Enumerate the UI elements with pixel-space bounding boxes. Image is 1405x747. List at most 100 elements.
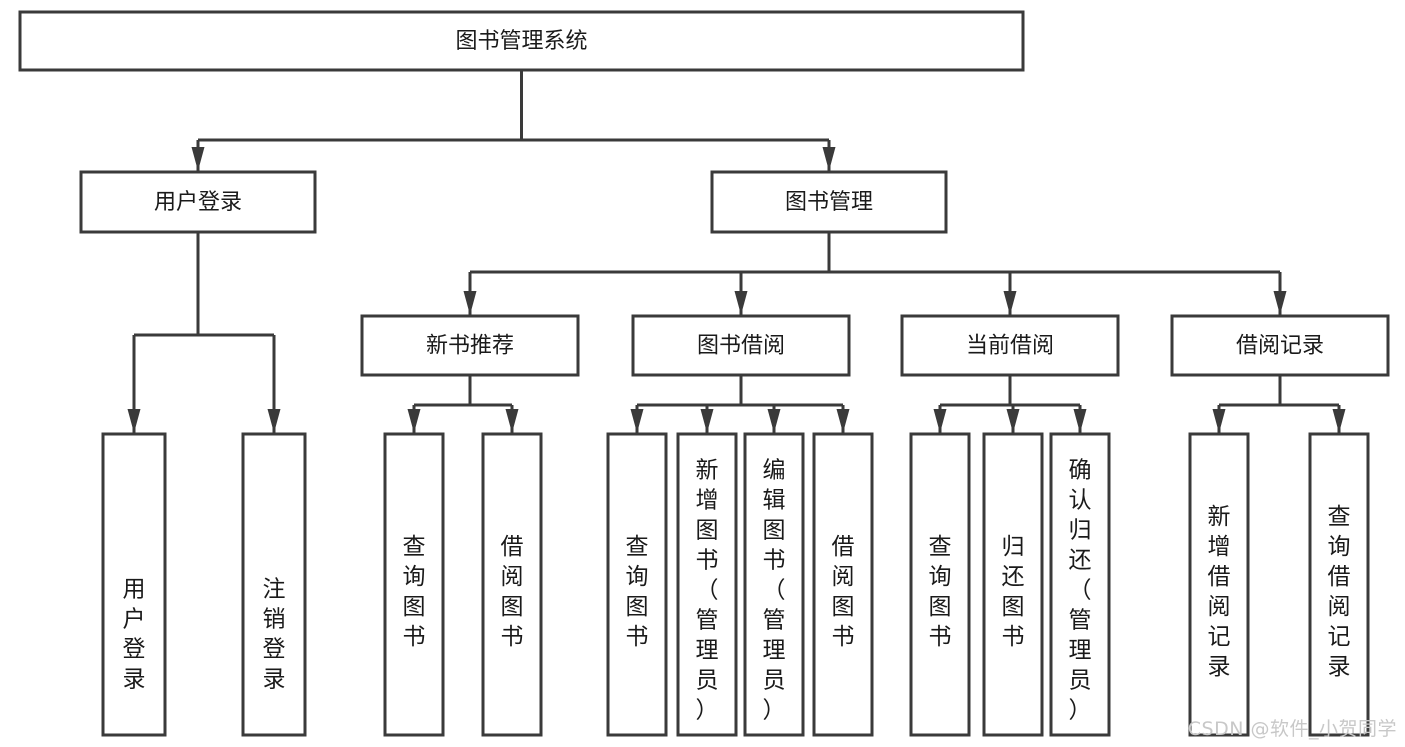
node-root[interactable]: 图书管理系统 bbox=[18, 10, 1025, 72]
arrow-head-icon bbox=[1332, 409, 1346, 433]
node-label: 图书管理系统 bbox=[455, 29, 587, 54]
node-book-borrow[interactable]: 图书借阅 bbox=[631, 314, 851, 377]
node-label-char: 录 bbox=[1208, 654, 1231, 680]
node-book-manage[interactable]: 图书管理 bbox=[710, 170, 948, 234]
node-label-char: 管 bbox=[696, 608, 719, 634]
node-label-char: 员 bbox=[763, 668, 786, 694]
node-current-borrow[interactable]: 当前借阅 bbox=[900, 314, 1120, 377]
node-label-char: 图 bbox=[832, 594, 855, 620]
node-new-book-rec[interactable]: 新书推荐 bbox=[360, 314, 580, 377]
node-label-char: 阅 bbox=[501, 564, 524, 590]
arrow-head-icon bbox=[1073, 409, 1087, 433]
node-label-char: 询 bbox=[929, 564, 952, 590]
node-label-char: 询 bbox=[626, 564, 649, 590]
arrow-head-icon bbox=[822, 147, 836, 171]
node-label-char: 登 bbox=[123, 637, 146, 663]
node-label-char: 查 bbox=[929, 534, 952, 560]
node-label-char: 户 bbox=[123, 607, 146, 633]
node-label-char: 借 bbox=[832, 534, 855, 560]
node-label-char: 销 bbox=[263, 607, 286, 633]
node-label-char: 查 bbox=[403, 534, 426, 560]
node-label-char: 图 bbox=[403, 594, 426, 620]
node-label-char: 图 bbox=[501, 594, 524, 620]
arrow-head-icon bbox=[933, 409, 947, 433]
node-label-char: 用 bbox=[123, 577, 146, 603]
node-leaf-user-login[interactable]: 用户登录 bbox=[101, 432, 167, 737]
node-label-char: 查 bbox=[1328, 504, 1351, 530]
node-label-char: 新 bbox=[696, 458, 719, 484]
node-box bbox=[710, 170, 948, 234]
node-borrow-record[interactable]: 借阅记录 bbox=[1170, 314, 1390, 377]
node-label-char: 管 bbox=[1069, 608, 1092, 634]
node-box bbox=[360, 314, 580, 377]
node-label-char: 管 bbox=[763, 608, 786, 634]
node-label-char: 询 bbox=[1328, 534, 1351, 560]
node-label-char: （ bbox=[763, 578, 786, 604]
arrow-head-icon bbox=[1212, 409, 1226, 433]
arrow-head-icon bbox=[1273, 291, 1287, 315]
arrow-head-icon bbox=[1003, 291, 1017, 315]
node-box bbox=[743, 432, 805, 737]
node-box bbox=[1170, 314, 1390, 377]
edge-group-new-book-rec bbox=[407, 375, 519, 433]
edge-group-current-borrow bbox=[933, 375, 1087, 433]
node-label-char: 借 bbox=[1328, 564, 1351, 590]
node-label-char: 新 bbox=[1208, 504, 1231, 530]
arrow-head-icon bbox=[836, 409, 850, 433]
node-label-char: 理 bbox=[763, 638, 786, 664]
node-label-char: 书 bbox=[1002, 624, 1025, 650]
arrow-head-icon bbox=[505, 409, 519, 433]
node-box bbox=[1049, 432, 1111, 737]
node-label-char: 注 bbox=[263, 577, 286, 603]
node-label-char: 员 bbox=[1069, 668, 1092, 694]
node-label-char: 书 bbox=[403, 624, 426, 650]
node-label-char: ） bbox=[696, 698, 719, 724]
node-label-char: 阅 bbox=[1208, 594, 1231, 620]
node-label-char: 增 bbox=[696, 488, 719, 514]
edge-group-user-login bbox=[127, 232, 281, 433]
node-label-char: ） bbox=[1069, 698, 1092, 724]
node-label-char: 图 bbox=[626, 594, 649, 620]
node-label-char: 录 bbox=[263, 667, 286, 693]
node-label: 图书管理 bbox=[785, 190, 873, 215]
node-label-char: 归 bbox=[1069, 518, 1092, 544]
node-label-char: 还 bbox=[1002, 564, 1025, 590]
node-label-char: 员 bbox=[696, 668, 719, 694]
node-box bbox=[812, 432, 874, 737]
edge-group-book-borrow bbox=[630, 375, 850, 433]
node-label-char: （ bbox=[1069, 578, 1092, 604]
node-label-char: （ bbox=[696, 578, 719, 604]
node-label: 当前借阅 bbox=[966, 334, 1054, 359]
node-label-char: 记 bbox=[1208, 624, 1231, 650]
node-label-char: 借 bbox=[501, 534, 524, 560]
node-box bbox=[101, 432, 167, 737]
node-label: 图书借阅 bbox=[697, 334, 785, 359]
node-label-char: 录 bbox=[1328, 654, 1351, 680]
node-box bbox=[1308, 432, 1370, 737]
node-label-char: 阅 bbox=[832, 564, 855, 590]
node-label-char: 认 bbox=[1069, 488, 1092, 514]
arrow-head-icon bbox=[734, 291, 748, 315]
arrow-head-icon bbox=[267, 409, 281, 433]
edge-group-borrow-record bbox=[1212, 375, 1346, 433]
edge-group-root bbox=[191, 70, 836, 171]
node-user-login[interactable]: 用户登录 bbox=[79, 170, 317, 234]
node-label: 借阅记录 bbox=[1236, 334, 1324, 359]
node-box bbox=[383, 432, 445, 737]
node-label-char: 录 bbox=[123, 667, 146, 693]
node-label-char: 增 bbox=[1208, 534, 1231, 560]
